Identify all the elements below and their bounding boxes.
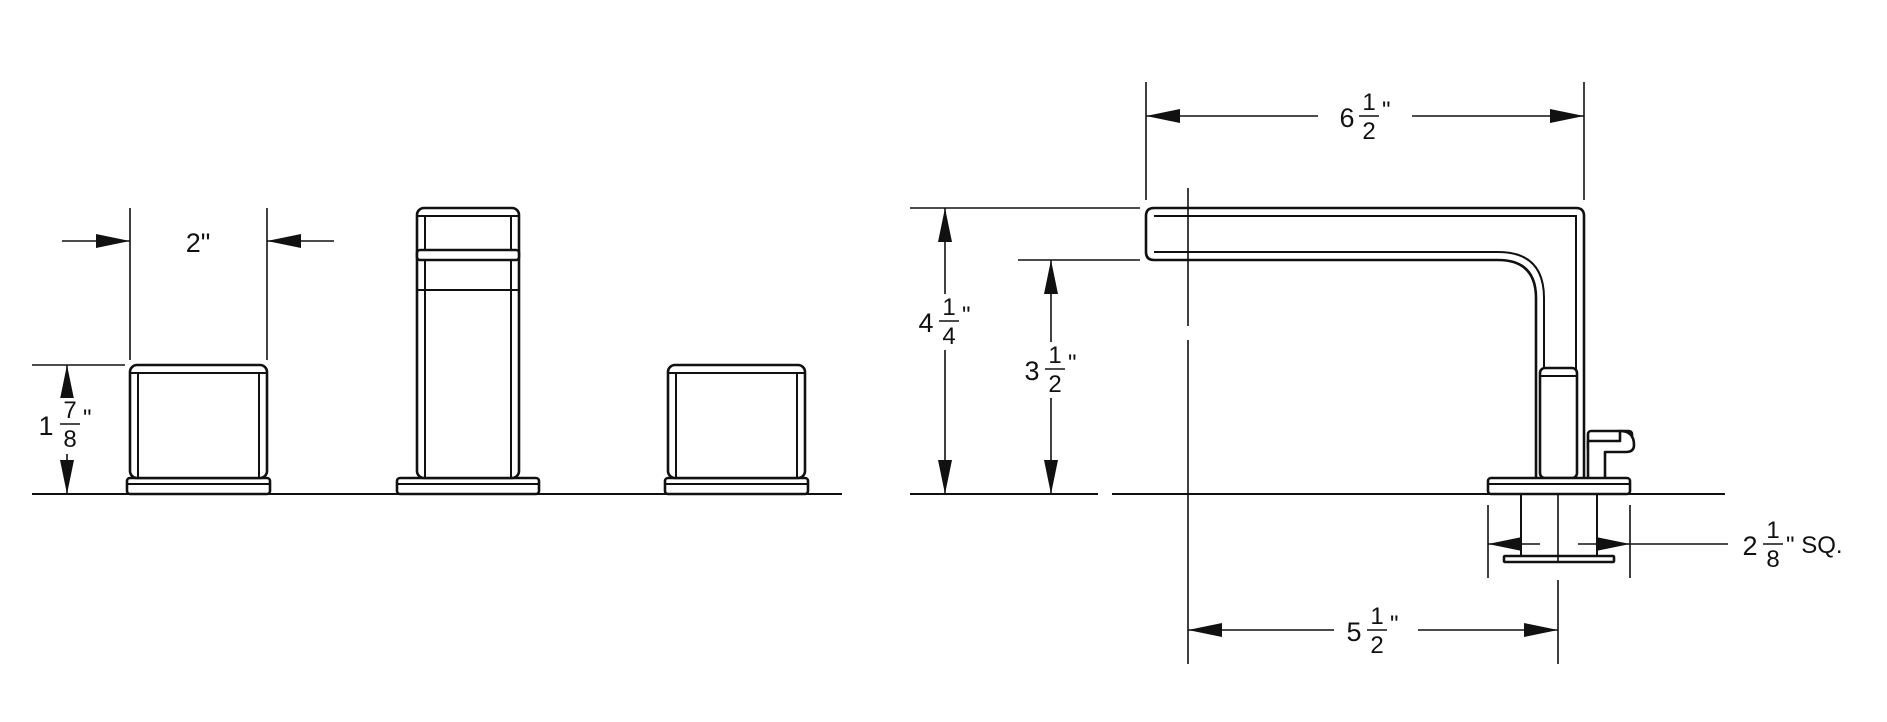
shank-below-deck (1502, 494, 1616, 564)
svg-text:1: 1 (942, 294, 955, 321)
svg-text:8: 8 (63, 426, 76, 453)
svg-text:": " (83, 405, 92, 432)
side-view: 6 1 2 " 4 1 4 " (910, 82, 1843, 664)
spout-reach-dimension: 6 1 2 " (1145, 82, 1585, 200)
base-square-label: 2 1 8 " SQ. (1742, 517, 1842, 573)
spout-reach-label: 6 1 2 " (1339, 89, 1390, 145)
svg-text:2: 2 (1742, 531, 1757, 561)
svg-text:7: 7 (63, 397, 76, 424)
svg-text:": " (1390, 611, 1399, 638)
front-view: 2" 1 7 8 " (32, 206, 842, 496)
svg-text:1: 1 (1048, 342, 1061, 369)
base-plate-side (1486, 476, 1632, 496)
svg-text:1: 1 (1766, 517, 1779, 544)
base-square-dimension: 2 1 8 " SQ. (1487, 505, 1843, 578)
spout-side (1144, 206, 1586, 488)
overall-height-dimension: 4 1 4 " (910, 207, 1140, 494)
svg-text:1: 1 (1370, 603, 1383, 630)
svg-text:5: 5 (1346, 617, 1361, 647)
svg-text:4: 4 (918, 308, 933, 338)
svg-text:3: 3 (1024, 356, 1039, 386)
lever-handle-side (1586, 429, 1636, 486)
svg-text:2: 2 (1370, 632, 1383, 659)
svg-text:1: 1 (1362, 89, 1375, 116)
handle-width-dimension: 2" (62, 208, 334, 360)
handle-height-dimension: 1 7 8 " (32, 364, 125, 494)
svg-text:1: 1 (38, 411, 53, 441)
valve-body-side (1538, 366, 1579, 480)
svg-text:4: 4 (942, 323, 955, 350)
center-spout-front (395, 206, 541, 496)
svg-text:6: 6 (1339, 103, 1354, 133)
spout-height-label: 3 1 2 " (1024, 342, 1076, 398)
handle-height-label: 1 7 8 " (36, 397, 92, 454)
svg-text:" SQ.: " SQ. (1786, 532, 1843, 559)
overall-height-label: 4 1 4 " (918, 294, 970, 350)
right-handle (663, 363, 810, 496)
svg-text:2: 2 (1362, 118, 1375, 145)
svg-text:": " (1382, 97, 1391, 124)
spout-projection-dimension: 5 1 2 " (1188, 580, 1559, 664)
spout-projection-label: 5 1 2 " (1346, 603, 1398, 659)
left-handle (125, 363, 272, 496)
svg-text:2: 2 (1048, 371, 1061, 398)
svg-text:": " (962, 302, 971, 329)
handle-width-label: 2" (186, 228, 211, 258)
svg-text:": " (1068, 350, 1077, 377)
svg-text:8: 8 (1766, 546, 1779, 573)
spout-height-dimension: 3 1 2 " (1018, 259, 1140, 494)
